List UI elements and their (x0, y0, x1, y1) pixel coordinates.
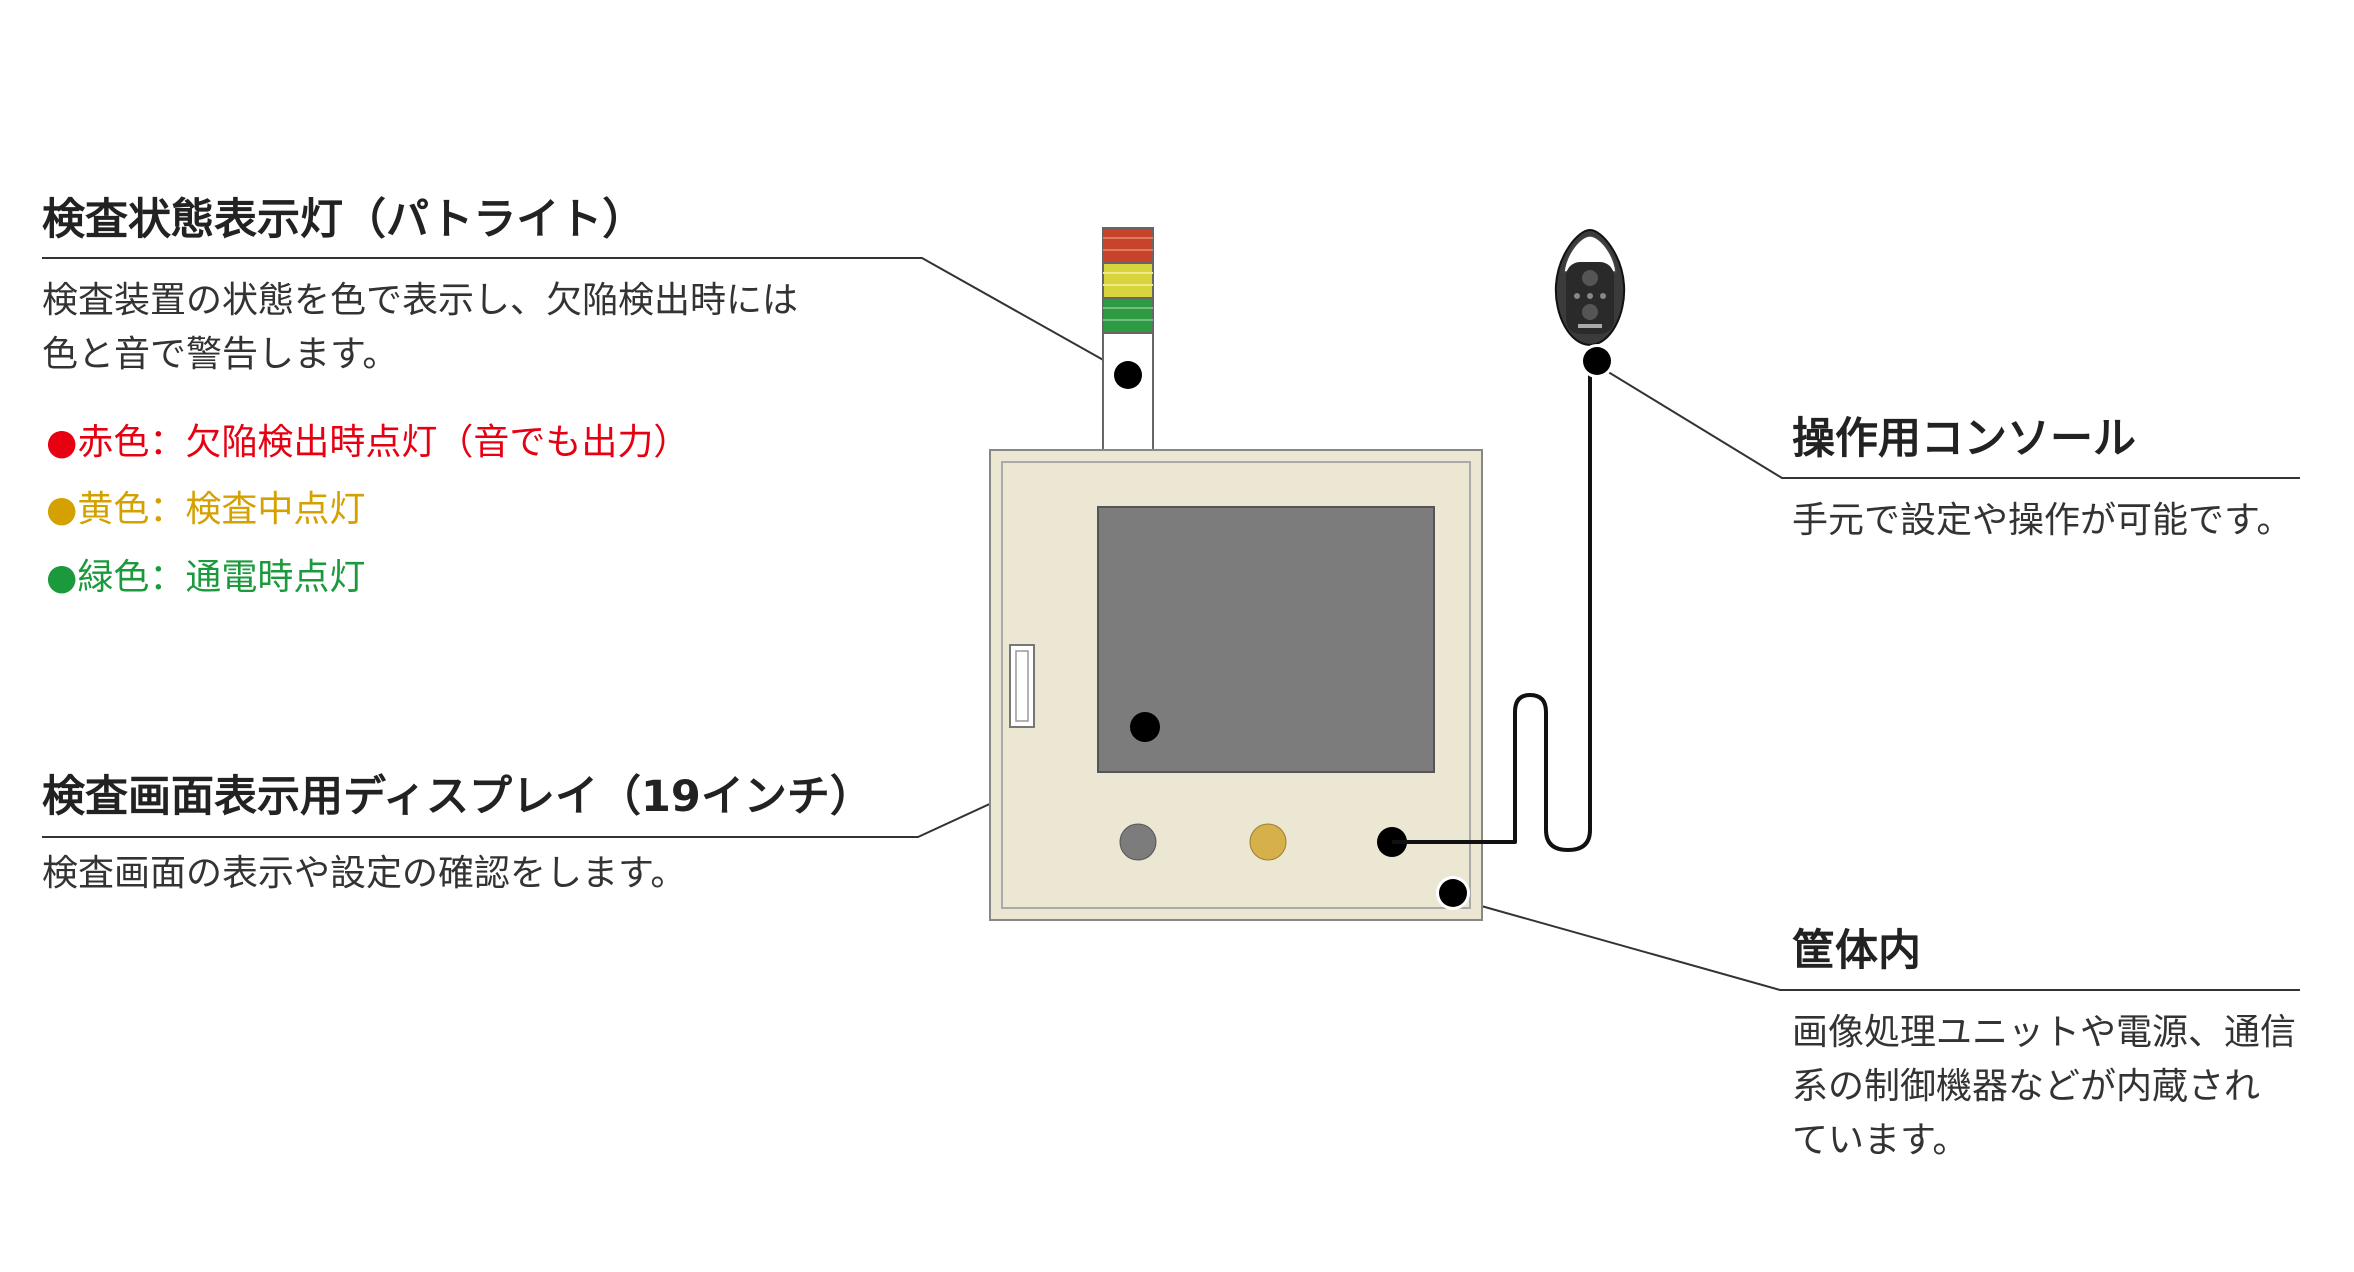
console-marker (1583, 347, 1611, 375)
gray-button (1119, 823, 1157, 861)
legend-red: ●赤色：欠陥検出時点灯（音でも出力） (46, 422, 690, 463)
patlight-title: 検査状態表示灯（パトライト） (42, 195, 646, 245)
enclosure-desc-line-1: 画像処理ユニットや電源、通信 (1792, 1012, 2297, 1053)
patlight-green-lamp (1102, 297, 1154, 334)
yellow-button (1249, 823, 1287, 861)
console-description: 手元で設定や操作が可能です。 (1792, 494, 2292, 548)
patlight-desc-line-1: 検査装置の状態を色で表示し、欠陥検出時には (42, 280, 799, 321)
leader-patlight (42, 257, 1131, 376)
patlight-yellow-lamp (1102, 262, 1154, 299)
legend-yellow: ●黄色：検査中点灯 (46, 489, 366, 530)
enclosure-desc-line-2: 系の制御機器などが内蔵され (1792, 1066, 2261, 1107)
display-title: 検査画面表示用ディスプレイ（19インチ） (42, 772, 873, 822)
enclosure-description: 画像処理ユニットや電源、通信 系の制御機器などが内蔵され ています。 (1792, 1006, 2296, 1168)
cabinet (989, 449, 1483, 921)
enclosure-desc-line-3: ています。 (1792, 1120, 1969, 1161)
console-title: 操作用コンソール (1792, 414, 2136, 464)
enclosure-marker (1439, 879, 1467, 907)
patlight-tower (1102, 227, 1154, 454)
patlight-description: 検査装置の状態を色で表示し、欠陥検出時には 色と音で警告します。 (42, 274, 798, 382)
console-remote-icon (1554, 228, 1626, 378)
enclosure-title: 筐体内 (1792, 926, 1921, 976)
console-desc-line-1: 手元で設定や操作が可能です。 (1792, 500, 2293, 541)
patlight-desc-line-2: 色と音で警告します。 (42, 334, 399, 375)
display-desc-line-1: 検査画面の表示や設定の確認をします。 (42, 853, 687, 894)
console-cable (1392, 370, 1592, 852)
leader-enclosure (1459, 899, 2300, 991)
patlight-red-lamp (1102, 227, 1154, 264)
leader-console (1604, 369, 2300, 479)
legend-green: ●緑色：通電時点灯 (46, 557, 366, 598)
display-description: 検査画面の表示や設定の確認をします。 (42, 847, 686, 901)
